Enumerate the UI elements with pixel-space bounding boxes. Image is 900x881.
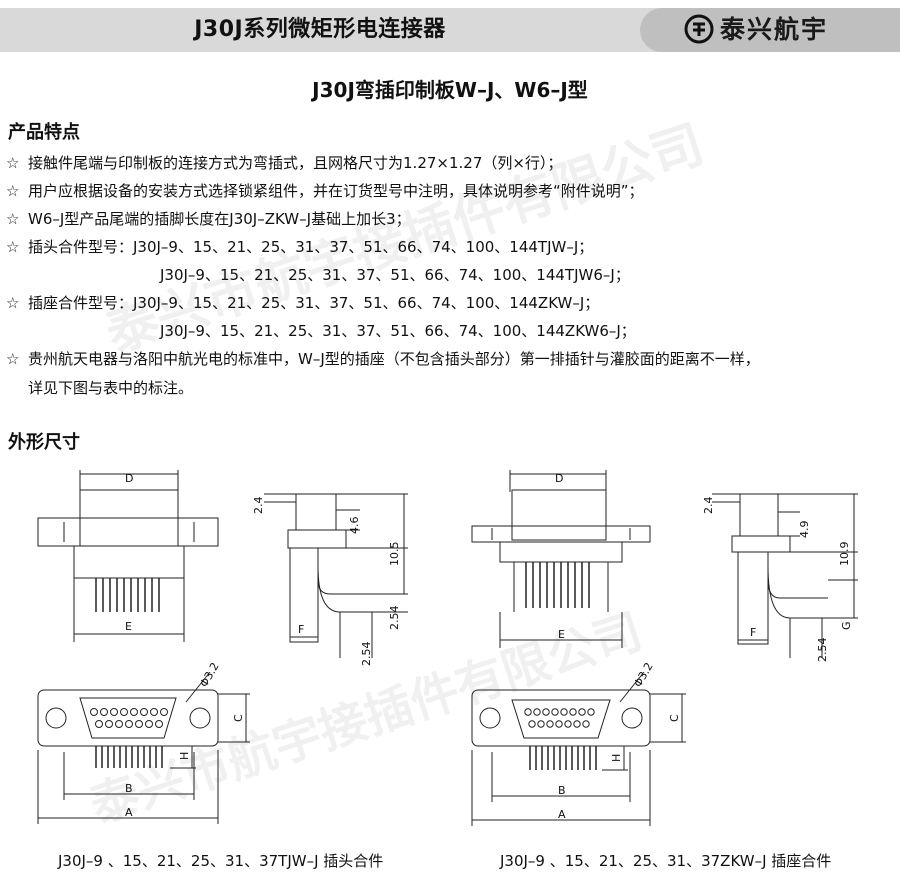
feature-item: ☆ 贵州航天电器与洛阳中航光电的标准中，W–J型的插座（不包含插头部分）第一排插针…: [6, 349, 760, 369]
features-heading: 产品特点: [8, 122, 80, 143]
dim-value: 4.9: [798, 521, 811, 539]
dim-value: 2.54: [388, 606, 401, 631]
dim-label-d: D: [555, 472, 563, 485]
feature-item: ☆ 插头合件型号：J30J–9、15、21、25、31、37、51、66、74、1…: [6, 237, 593, 257]
dim-value: 4.6: [348, 517, 361, 535]
header-title: J30J系列微矩形电连接器: [194, 17, 446, 42]
dim-value: Φ3.2: [631, 660, 655, 689]
dim-value: 10.9: [838, 542, 851, 567]
left-front-view: D E: [37, 470, 219, 642]
dim-label-c: C: [668, 714, 681, 722]
dim-label-h: H: [178, 752, 191, 760]
dim-value: 2.4: [702, 497, 715, 515]
right-drawing-caption: J30J–9 、15、21、25、31、37ZKW–J 插座合件: [500, 852, 832, 870]
dim-label-h: H: [610, 754, 623, 762]
left-bottom-view: C Φ3.2 H B A: [37, 660, 250, 824]
brand-logo-icon: [684, 14, 714, 44]
dim-label-b: B: [558, 784, 566, 797]
star-icon: ☆: [6, 210, 20, 228]
dimensions-heading: 外形尺寸: [8, 432, 80, 453]
feature-item: ☆ W6–J型产品尾端的插脚长度在J30J–ZKW–J基础上加长3；: [6, 209, 411, 229]
page-subtitle: J30J弯插印制板W–J、W6–J型: [312, 78, 588, 102]
dim-label-e: E: [558, 628, 565, 641]
star-icon: ☆: [6, 294, 20, 312]
page-header: J30J系列微矩形电连接器 泰兴航宇: [0, 0, 900, 62]
feature-item: ☆ 用户应根据设备的安装方式选择锁紧组件，并在订货型号中注明，具体说明参考“附件说…: [6, 181, 644, 201]
star-icon: ☆: [6, 154, 20, 172]
dim-label-c: C: [232, 714, 245, 722]
dim-label-a: A: [125, 806, 133, 819]
left-drawing-caption: J30J–9 、15、21、25、31、37TJW–J 插头合件: [58, 852, 384, 870]
feature-text: 贵州航天电器与洛阳中航光电的标准中，W–J型的插座（不包含插头部分）第一排插针与…: [28, 350, 760, 368]
star-icon: ☆: [6, 238, 20, 256]
right-side-view: F 2.4 4.9 10.9 G 2.54: [702, 493, 858, 663]
dim-value: 2.4: [252, 497, 265, 515]
dimension-drawings: D E F 2.4 4.6 10.5 2.54: [37, 470, 858, 826]
dim-value: Φ3.2: [197, 660, 221, 689]
star-icon: ☆: [6, 182, 20, 200]
feature-text: 用户应根据设备的安装方式选择锁紧组件，并在订货型号中注明，具体说明参考“附件说明…: [28, 182, 644, 200]
left-side-view: F 2.4 4.6 10.5 2.54 2.54: [252, 493, 408, 667]
dim-label-g: G: [840, 621, 853, 630]
brand-name: 泰兴航宇: [720, 15, 829, 44]
feature-text: 接触件尾端与印制板的连接方式为弯插式，且网格尺寸为1.27×1.27（列×行）；: [28, 154, 563, 172]
dim-label-b: B: [125, 782, 133, 795]
feature-item: ☆ 接触件尾端与印制板的连接方式为弯插式，且网格尺寸为1.27×1.27（列×行）…: [6, 153, 562, 173]
dim-label-d: D: [125, 472, 133, 485]
right-bottom-view: C Φ3.2 H B A: [471, 660, 686, 826]
dim-value: 2.54: [360, 642, 373, 667]
star-icon: ☆: [6, 350, 20, 368]
dim-label-f: F: [750, 626, 756, 639]
dim-label-a: A: [558, 808, 566, 821]
dim-value: 2.54: [816, 638, 829, 663]
feature-continuation: J30J–9、15、21、25、31、37、51、66、74、100、144TJ…: [160, 266, 630, 284]
feature-item: ☆ 插座合件型号：J30J–9、15、21、25、31、37、51、66、74、1…: [6, 293, 599, 313]
dim-label-f: F: [298, 623, 304, 636]
dim-label-e: E: [125, 620, 132, 633]
feature-text: W6–J型产品尾端的插脚长度在J30J–ZKW–J基础上加长3；: [28, 210, 411, 228]
feature-text: 插座合件型号：J30J–9、15、21、25、31、37、51、66、74、10…: [28, 294, 600, 312]
right-front-view: D E: [471, 470, 651, 648]
feature-continuation: J30J–9、15、21、25、31、37、51、66、74、100、144ZK…: [160, 322, 636, 340]
brand-box: [640, 8, 900, 52]
feature-text: 插头合件型号：J30J–9、15、21、25、31、37、51、66、74、10…: [28, 238, 594, 256]
dim-value: 10.5: [388, 542, 401, 567]
feature-continuation: 详见下图与表中的标注。: [28, 379, 194, 397]
